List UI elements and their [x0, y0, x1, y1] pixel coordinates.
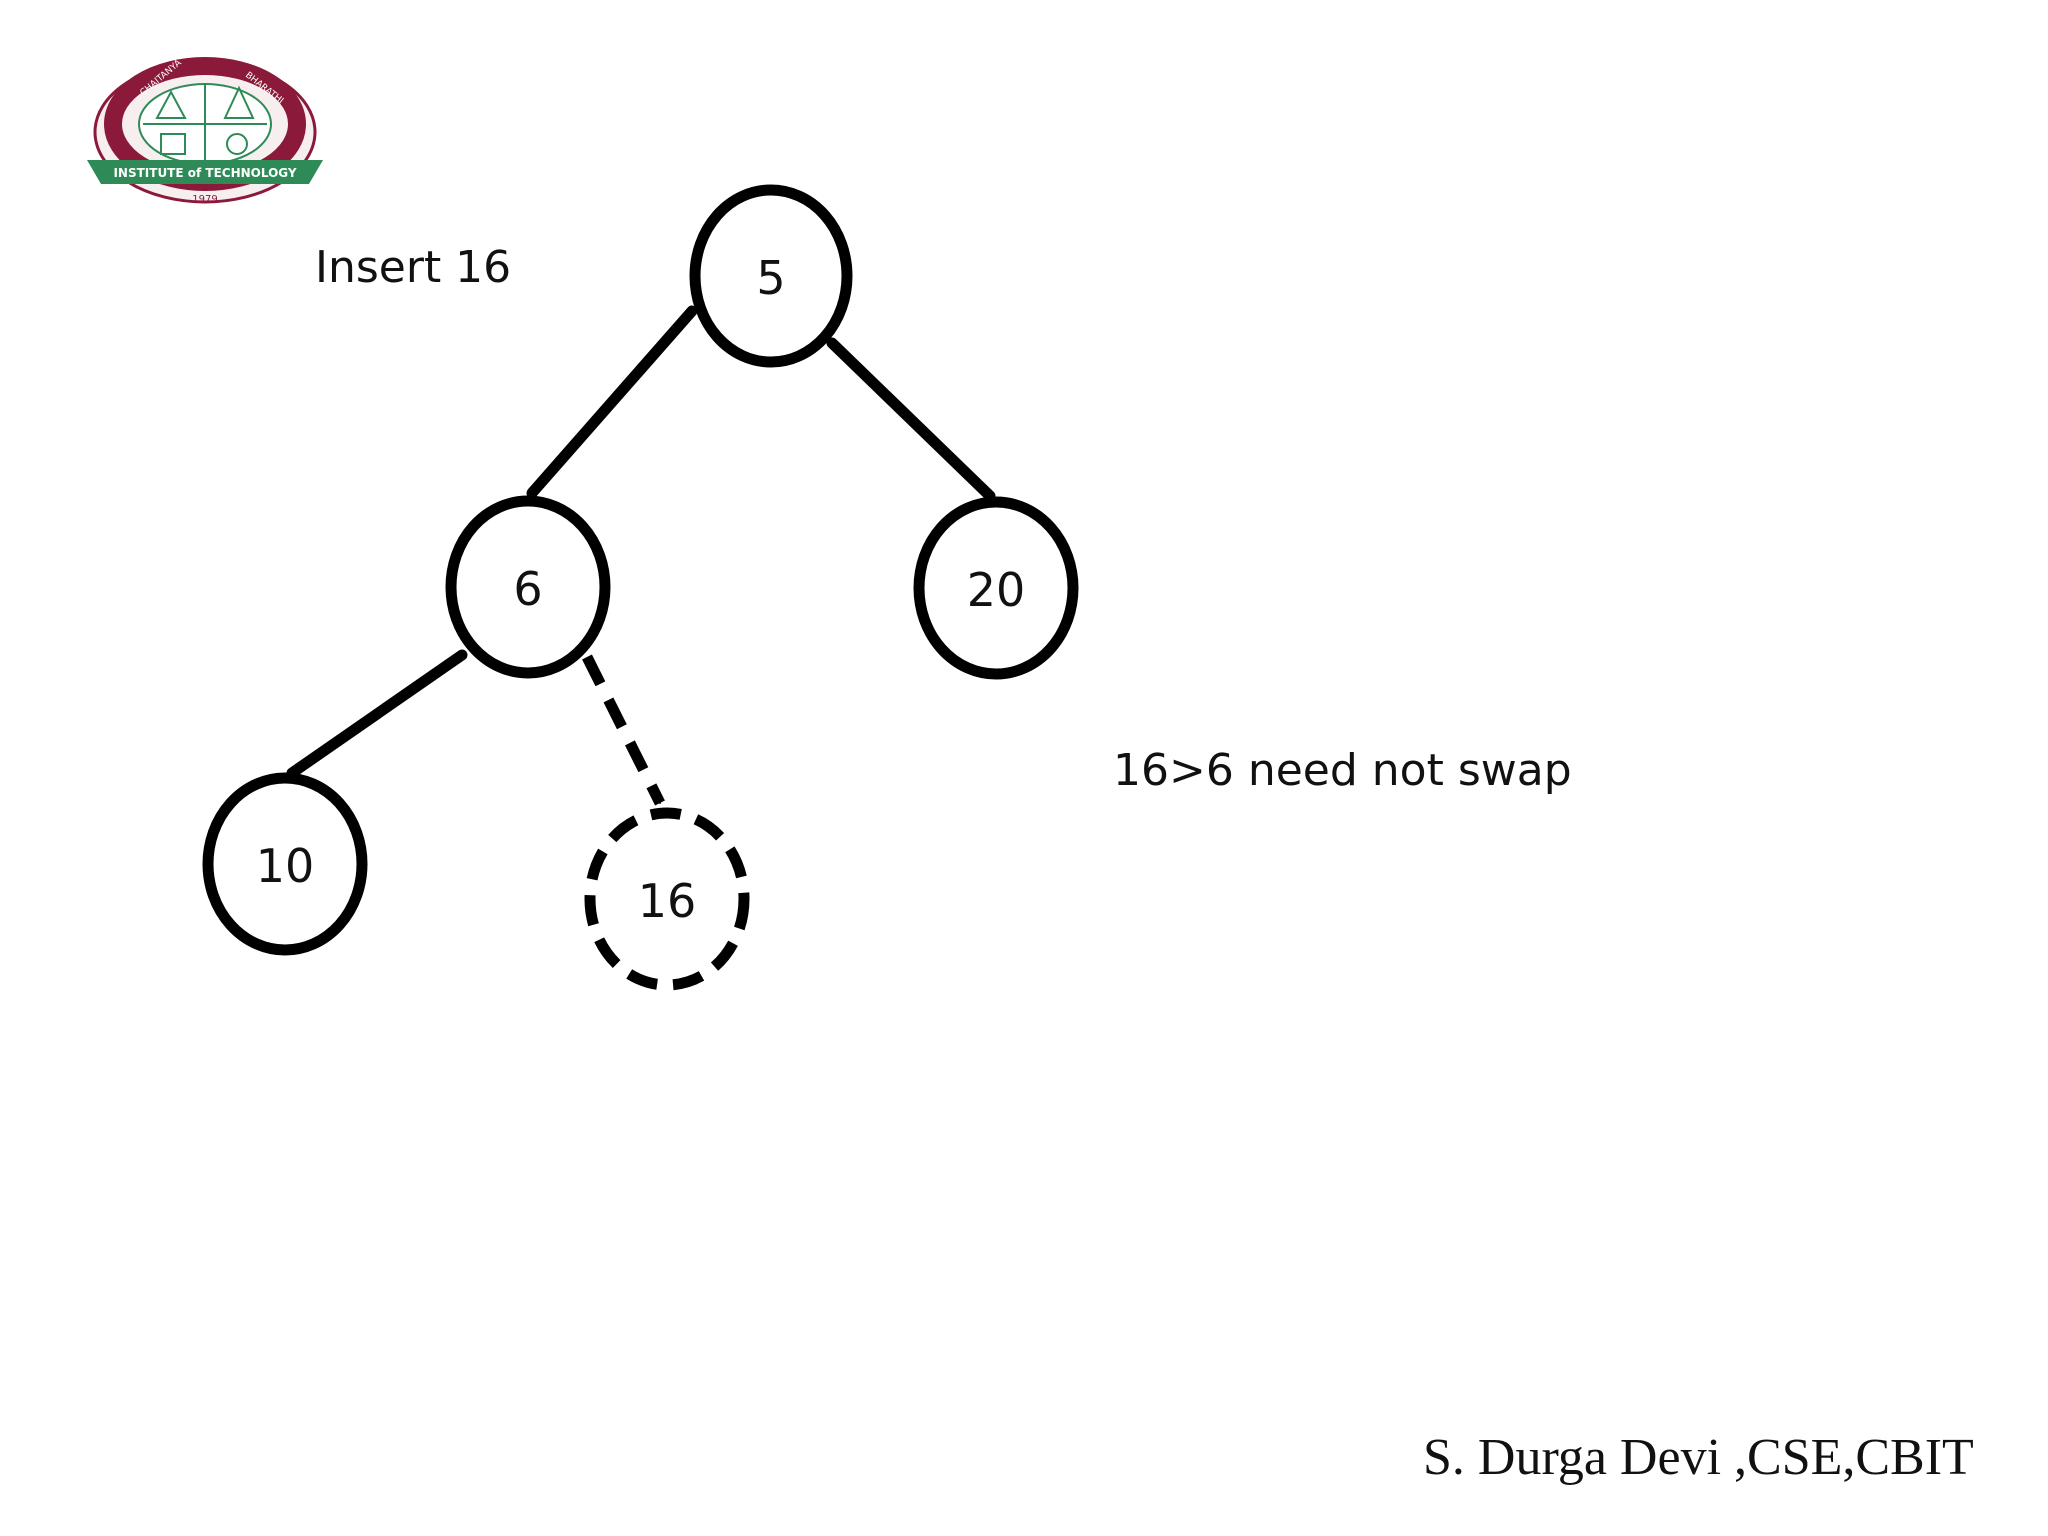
edge-6-to-10 — [286, 649, 468, 779]
node-16-label: 16 — [638, 874, 697, 928]
node-5: 5 — [689, 184, 853, 368]
node-10-label: 10 — [256, 839, 315, 893]
edge-5-to-20 — [826, 337, 996, 502]
node-20: 20 — [913, 496, 1079, 680]
instruction-text: Insert 16 — [315, 242, 511, 293]
comparison-note: 16>6 need not swap — [1113, 745, 1572, 796]
node-6: 6 — [445, 495, 611, 679]
college-crest-logo: INSTITUTE of TECHNOLOGY CHAITANYA BHARAT… — [87, 57, 323, 205]
node-6-label: 6 — [513, 562, 542, 616]
node-16-new: 16 — [584, 807, 750, 991]
node-20-label: 20 — [967, 563, 1026, 617]
author-footer: S. Durga Devi ,CSE,CBIT — [1423, 1429, 1974, 1486]
logo-banner-text: INSTITUTE of TECHNOLOGY — [113, 166, 296, 180]
node-10: 10 — [202, 772, 368, 956]
edge-5-to-6 — [526, 305, 698, 499]
edge-6-to-16-dashed — [582, 654, 665, 806]
edges — [286, 305, 996, 806]
logo-year: 1979 — [192, 194, 217, 205]
node-5-label: 5 — [756, 251, 785, 305]
